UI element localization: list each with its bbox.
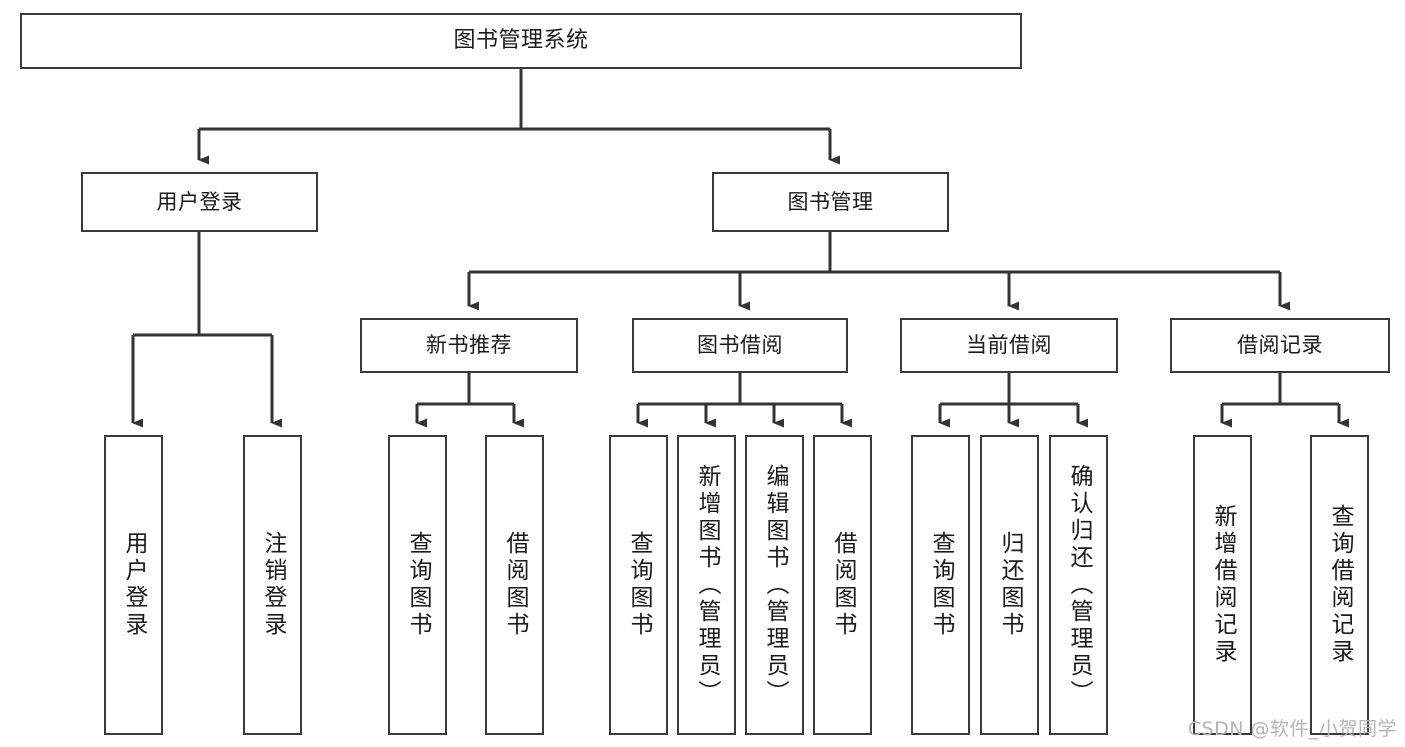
node-label: 查询图书 xyxy=(928,531,954,639)
node-label: 编辑图书（管理员） xyxy=(762,463,788,707)
node-leaf-query-record[interactable]: 查询借阅记录 xyxy=(1310,435,1369,735)
node-borrow-record[interactable]: 借阅记录 xyxy=(1170,318,1390,373)
node-leaf-borrow-book-1[interactable]: 借阅图书 xyxy=(485,435,544,735)
node-leaf-edit-book[interactable]: 编辑图书（管理员） xyxy=(745,435,804,735)
node-root-system[interactable]: 图书管理系统 xyxy=(20,13,1022,69)
node-label: 新增图书（管理员） xyxy=(694,463,720,707)
node-current-borrow[interactable]: 当前借阅 xyxy=(900,318,1118,373)
node-leaf-borrow-book-2[interactable]: 借阅图书 xyxy=(813,435,872,735)
node-label: 图书借阅 xyxy=(697,333,783,358)
node-label: 注销登录 xyxy=(260,531,286,639)
node-leaf-add-record[interactable]: 新增借阅记录 xyxy=(1193,435,1252,735)
node-label: 借阅图书 xyxy=(502,531,528,639)
node-leaf-query-book-2[interactable]: 查询图书 xyxy=(609,435,668,735)
node-label: 查询图书 xyxy=(405,531,431,639)
node-user-login[interactable]: 用户登录 xyxy=(81,172,318,232)
node-leaf-confirm-return[interactable]: 确认归还（管理员） xyxy=(1049,435,1108,735)
node-label: 新书推荐 xyxy=(426,333,512,358)
node-leaf-add-book[interactable]: 新增图书（管理员） xyxy=(677,435,736,735)
node-leaf-query-book-1[interactable]: 查询图书 xyxy=(388,435,447,735)
node-leaf-logout[interactable]: 注销登录 xyxy=(243,435,302,735)
node-leaf-user-login[interactable]: 用户登录 xyxy=(104,435,163,735)
node-leaf-return-book[interactable]: 归还图书 xyxy=(980,435,1039,735)
node-label: 借阅图书 xyxy=(830,531,856,639)
node-label: 查询借阅记录 xyxy=(1327,504,1353,666)
node-book-management[interactable]: 图书管理 xyxy=(712,172,949,232)
node-label: 图书管理 xyxy=(787,189,874,214)
node-leaf-query-book-3[interactable]: 查询图书 xyxy=(911,435,970,735)
node-label: 当前借阅 xyxy=(966,333,1052,358)
node-label: 归还图书 xyxy=(997,531,1023,639)
node-label: 用户登录 xyxy=(121,531,147,639)
node-label: 查询图书 xyxy=(626,531,652,639)
node-label: 确认归还（管理员） xyxy=(1066,463,1092,707)
watermark-text: CSDN @软件_小贺同学 xyxy=(1187,718,1397,740)
node-label: 新增借阅记录 xyxy=(1210,504,1236,666)
node-label: 借阅记录 xyxy=(1237,333,1323,358)
node-label: 用户登录 xyxy=(156,189,243,214)
node-new-book-recommend[interactable]: 新书推荐 xyxy=(360,318,578,373)
node-label: 图书管理系统 xyxy=(453,28,589,54)
node-book-borrow[interactable]: 图书借阅 xyxy=(632,318,848,373)
